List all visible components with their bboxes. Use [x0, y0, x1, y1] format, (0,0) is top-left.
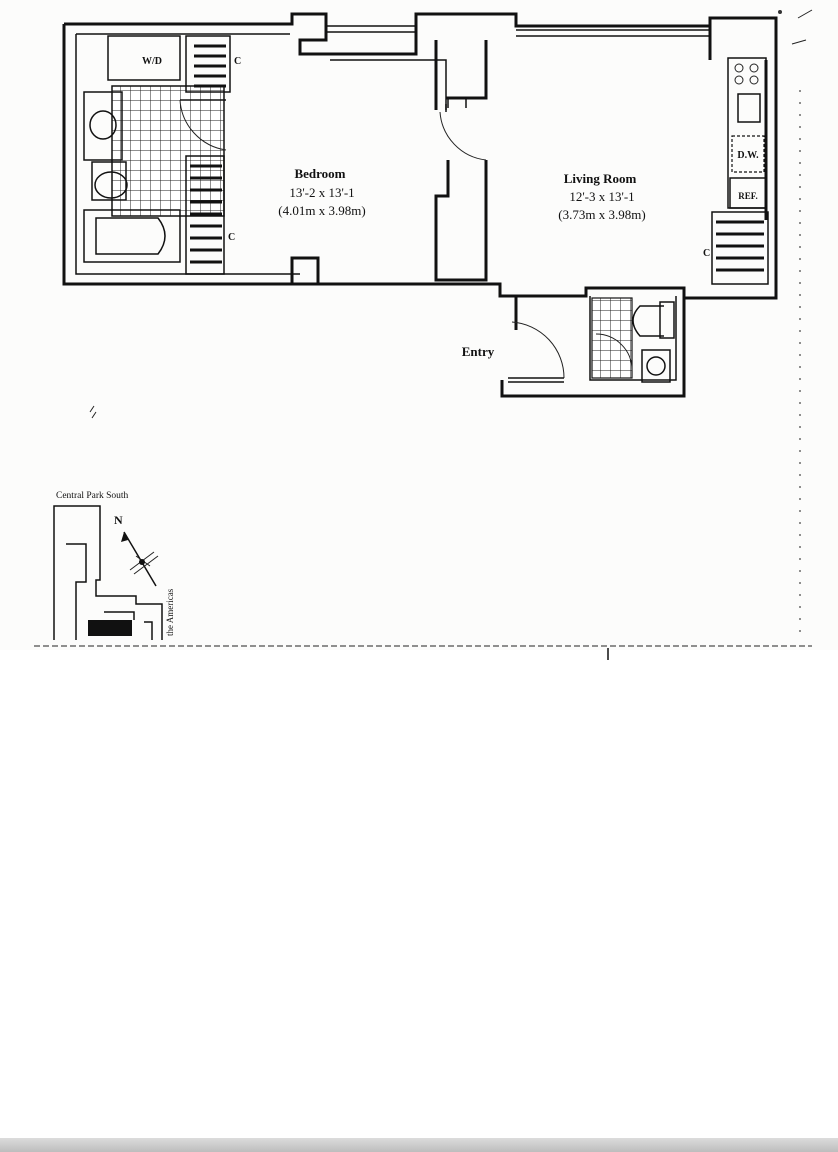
floorplan-drawing: Bedroom 13'-2 x 13'-1 (4.01m x 3.98m) Li… — [34, 9, 813, 660]
street-label-top: Central Park South — [56, 491, 129, 501]
living-room-name: Living Room — [564, 171, 637, 186]
street-label-side: the Americas — [165, 588, 175, 636]
closets — [185, 35, 769, 285]
closet-marker-lower: C — [228, 232, 235, 243]
bedroom-bathroom — [83, 35, 227, 263]
closet-marker-top: C — [234, 56, 241, 67]
refrigerator-label: REF. — [738, 191, 757, 201]
kitchen — [727, 57, 767, 209]
living-room-dimensions-ft: 12'-3 x 13'-1 — [569, 189, 634, 204]
building-marker — [88, 620, 132, 636]
north-label: N — [114, 513, 123, 527]
washer-dryer-label: W/D — [142, 56, 162, 67]
entry-label: Entry — [462, 344, 495, 359]
closet-marker-kitchen: C — [703, 248, 710, 259]
doors — [439, 98, 565, 383]
bedroom-name: Bedroom — [294, 166, 345, 181]
bedroom-dimensions-ft: 13'-2 x 13'-1 — [289, 185, 354, 200]
entry-bathroom — [591, 297, 675, 383]
living-room-dimensions-m: (3.73m x 3.98m) — [558, 207, 645, 222]
scan-artifacts — [34, 9, 813, 660]
dishwasher-label: D.W. — [737, 150, 759, 161]
north-arrow: N — [114, 513, 159, 587]
bedroom-dimensions-m: (4.01m x 3.98m) — [278, 203, 365, 218]
site-map: Central Park South the Americas — [53, 491, 175, 640]
scan-bottom-edge — [0, 1138, 838, 1152]
